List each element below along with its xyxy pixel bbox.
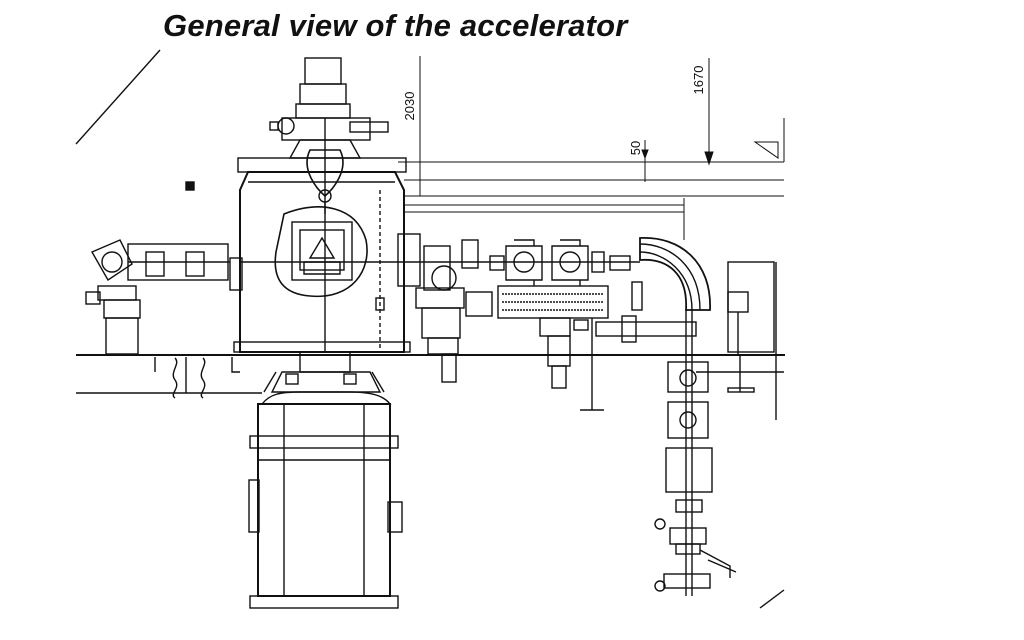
- right-beamline: [397, 233, 640, 411]
- dimension-label-50: 50: [628, 141, 643, 155]
- dimension-lines: [398, 56, 785, 240]
- left-beamline: [85, 181, 230, 355]
- dimension-label-1670: 1670: [691, 66, 706, 95]
- main-vessel: [229, 118, 411, 353]
- dimension-label-2030: 2030: [402, 92, 417, 121]
- bending-magnet: [595, 237, 785, 609]
- lower-vessel: [248, 352, 403, 609]
- floor-lines: [76, 354, 785, 399]
- slide-title: General view of the accelerator: [163, 8, 628, 43]
- guide-line: [75, 49, 161, 145]
- top-column: [269, 57, 389, 214]
